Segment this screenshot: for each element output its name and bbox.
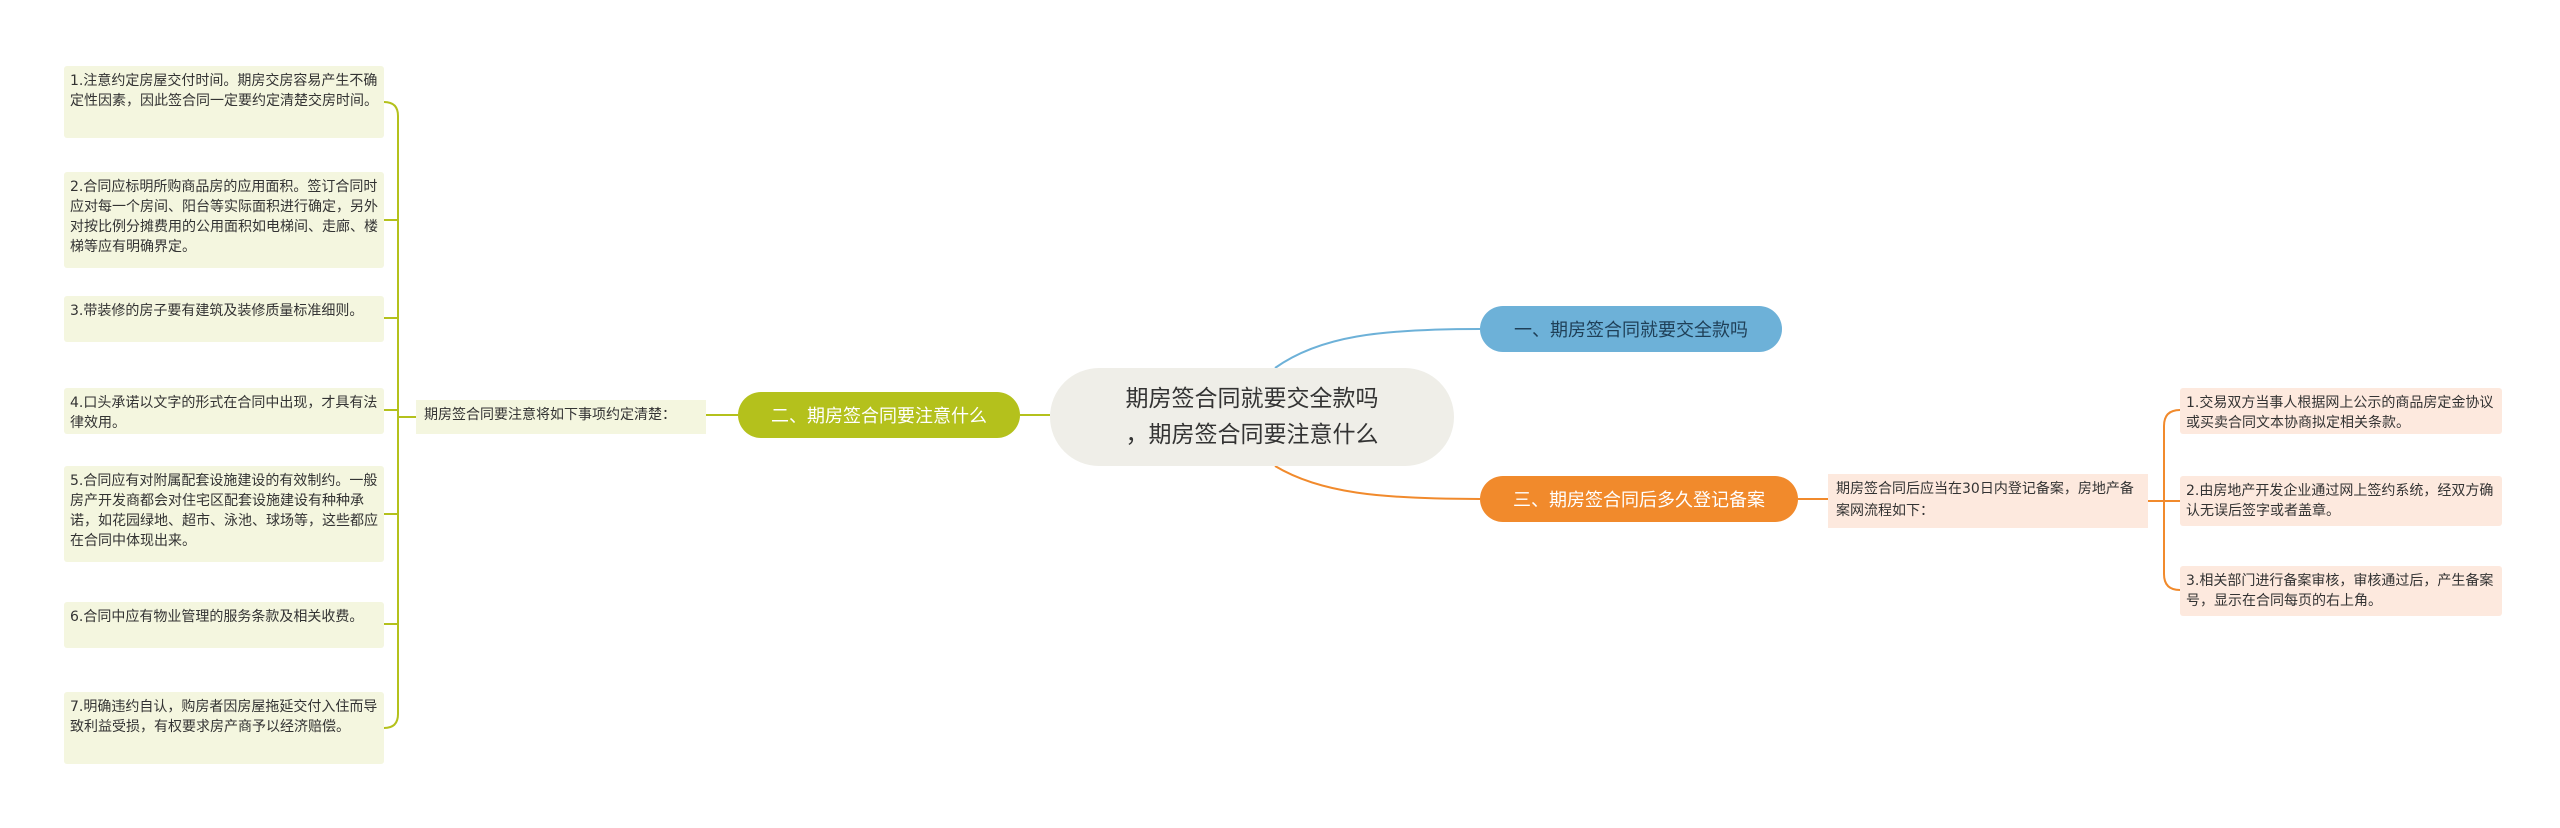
branch-2-label: 二、期房签合同要注意什么: [771, 406, 987, 427]
branch-2-node[interactable]: 二、期房签合同要注意什么: [738, 392, 1020, 438]
root-title-line-2: ，期房签合同要注意什么: [1125, 422, 1379, 448]
branch-3-leaf-1[interactable]: 1.交易双方当事人根据网上公示的商品房定金协议或买卖合同文本协商拟定相关条款。: [2180, 388, 2502, 434]
leaf-text: 1.交易双方当事人根据网上公示的商品房定金协议或买卖合同文本协商拟定相关条款。: [2186, 395, 2494, 431]
link-b2-leaves: [383, 101, 416, 729]
leaf-text: 5.合同应有对附属配套设施建设的有效制约。一般房产开发商都会对住宅区配套设施建设…: [70, 473, 378, 549]
branch-3-node[interactable]: 三、期房签合同后多久登记备案: [1480, 476, 1798, 522]
branch-1-label: 一、期房签合同就要交全款吗: [1514, 320, 1748, 341]
branch-3-intro-text: 期房签合同后应当在30日内登记备案，房地产备案网流程如下：: [1836, 481, 2134, 519]
branch-2-intro-node[interactable]: 期房签合同要注意将如下事项约定清楚：: [416, 400, 706, 434]
branch-2-leaf-4[interactable]: 4.口头承诺以文字的形式在合同中出现，才具有法律效用。: [64, 388, 384, 434]
branch-3-leaf-2[interactable]: 2.由房地产开发企业通过网上签约系统，经双方确认无误后签字或者盖章。: [2180, 476, 2502, 526]
branch-2-leaf-2[interactable]: 2.合同应标明所购商品房的应用面积。签订合同时应对每一个房间、阳台等实际面积进行…: [64, 172, 384, 268]
link-b3-leaves: [2148, 409, 2181, 591]
leaf-text: 6.合同中应有物业管理的服务条款及相关收费。: [70, 609, 364, 625]
branch-2-intro-text: 期房签合同要注意将如下事项约定清楚：: [424, 407, 676, 423]
leaf-text: 2.由房地产开发企业通过网上签约系统，经双方确认无误后签字或者盖章。: [2186, 483, 2494, 519]
root-title-line-1: 期房签合同就要交全款吗: [1125, 386, 1379, 412]
leaf-text: 7.明确违约自认，购房者因房屋拖延交付入住而导致利益受损，有权要求房产商予以经济…: [70, 699, 378, 735]
branch-1-node[interactable]: 一、期房签合同就要交全款吗: [1480, 306, 1782, 352]
link-root-b3: [1274, 465, 1481, 500]
branch-2-leaf-1[interactable]: 1.注意约定房屋交付时间。期房交房容易产生不确定性因素，因此签合同一定要约定清楚…: [64, 66, 384, 138]
leaf-text: 2.合同应标明所购商品房的应用面积。签订合同时应对每一个房间、阳台等实际面积进行…: [70, 179, 378, 255]
branch-2-leaf-3[interactable]: 3.带装修的房子要有建筑及装修质量标准细则。: [64, 296, 384, 342]
root-topic[interactable]: 期房签合同就要交全款吗 ，期房签合同要注意什么: [1050, 368, 1454, 466]
branch-3-leaf-3[interactable]: 3.相关部门进行备案审核，审核通过后，产生备案号，显示在合同每页的右上角。: [2180, 566, 2502, 616]
link-root-b1: [1274, 328, 1481, 369]
branch-3-label: 三、期房签合同后多久登记备案: [1513, 490, 1765, 511]
leaf-text: 1.注意约定房屋交付时间。期房交房容易产生不确定性因素，因此签合同一定要约定清楚…: [70, 73, 378, 109]
leaf-text: 4.口头承诺以文字的形式在合同中出现，才具有法律效用。: [70, 395, 378, 431]
leaf-text: 3.带装修的房子要有建筑及装修质量标准细则。: [70, 303, 364, 319]
branch-3-intro-node[interactable]: 期房签合同后应当在30日内登记备案，房地产备案网流程如下：: [1828, 474, 2148, 528]
branch-2-leaf-7[interactable]: 7.明确违约自认，购房者因房屋拖延交付入住而导致利益受损，有权要求房产商予以经济…: [64, 692, 384, 764]
branch-2-leaf-5[interactable]: 5.合同应有对附属配套设施建设的有效制约。一般房产开发商都会对住宅区配套设施建设…: [64, 466, 384, 562]
leaf-text: 3.相关部门进行备案审核，审核通过后，产生备案号，显示在合同每页的右上角。: [2186, 573, 2494, 609]
branch-2-leaf-6[interactable]: 6.合同中应有物业管理的服务条款及相关收费。: [64, 602, 384, 648]
